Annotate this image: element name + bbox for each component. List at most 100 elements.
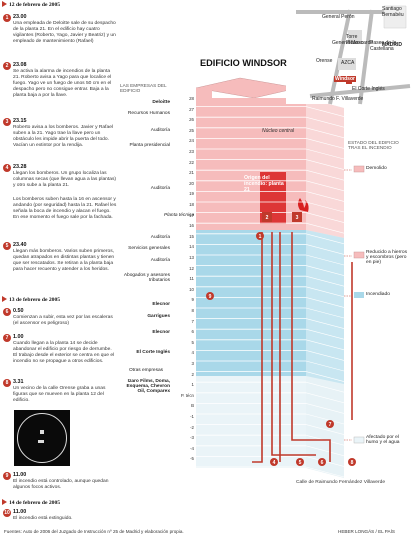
route-line <box>271 232 316 456</box>
event-text: Llegan más bomberos. Varios suben primer… <box>13 249 115 272</box>
marker-label: 3 <box>296 215 299 221</box>
map-block <box>338 58 356 70</box>
legend-swatch <box>353 165 365 173</box>
floor-line <box>305 233 345 245</box>
marker-label: 7 <box>329 422 332 428</box>
event-number: 1 <box>3 14 11 22</box>
front-face-smoke <box>212 376 306 468</box>
company-label: Auditoría <box>150 235 170 240</box>
company-label: Izaro Films, Doma, Esquema, Chevron Oil,… <box>126 379 170 394</box>
floor-number: 20 <box>189 180 194 186</box>
floor-line <box>305 350 345 361</box>
floor-number: 18 <box>189 202 194 207</box>
street-label: Calle de Raimundo Fernández Villaverde <box>296 480 386 485</box>
company-label: Abogados y asesores tributarios <box>123 273 170 283</box>
floor-number: 23 <box>189 149 194 154</box>
map-label: Raimundo F. Villaverde <box>312 96 364 102</box>
date-arrow-icon <box>2 296 7 302</box>
marker-4 <box>270 458 278 466</box>
event-time: 23.00 <box>13 14 27 20</box>
event-number: 10 <box>3 509 11 517</box>
right-face-blue <box>306 230 344 384</box>
flame-icon <box>298 198 309 212</box>
company-label: Auditoría <box>150 258 170 263</box>
map-label: MADRID <box>382 42 402 48</box>
company-label: Servicios generales <box>128 246 170 251</box>
floor-line <box>305 392 345 404</box>
legend-swatch <box>353 251 365 259</box>
floor-line <box>305 148 345 160</box>
front-face-burnt <box>212 230 306 376</box>
floor-number: 2 <box>191 371 194 377</box>
event-text: Los bomberos suben hasta la 16 en ascens… <box>13 197 117 220</box>
nucleo-label: Núcleo central <box>262 128 294 134</box>
company-label: Deloitte <box>152 100 170 105</box>
legend-label: Reducido a hierros y escombros (pero en … <box>366 250 408 265</box>
event-time: 3.31 <box>13 379 24 385</box>
legend-swatch <box>353 436 365 444</box>
floor-number: 26 <box>189 117 194 123</box>
event-text: El incendio está controlado, aunque qued… <box>13 479 109 490</box>
floor-line <box>305 360 345 372</box>
floor-number: 1 <box>191 382 194 388</box>
floor-line <box>305 138 345 149</box>
event-time: 0.50 <box>13 308 24 314</box>
map-label: Santiago Bernabéu <box>382 6 404 18</box>
marker-1 <box>256 232 264 240</box>
event-text: Llegan los bomberos. Un grupo localiza l… <box>13 171 117 188</box>
video-still-photo <box>14 410 70 466</box>
floor-number: -2 <box>190 424 194 430</box>
floor-number: -4 <box>190 445 194 451</box>
date-arrow-icon <box>2 499 7 505</box>
floor-line <box>305 445 345 457</box>
floor-number: B <box>191 403 194 409</box>
event-text: Un vecino de la calle Orense graba a una… <box>13 386 106 403</box>
map-block <box>348 30 362 44</box>
left-face-burnt <box>196 230 212 376</box>
event-time: 23.28 <box>13 164 27 170</box>
date-arrow-icon <box>2 1 7 7</box>
event-time: 1.00 <box>13 334 24 340</box>
marker-6 <box>318 458 326 466</box>
floor-line <box>305 413 345 425</box>
legend-label: Demolido <box>366 166 387 171</box>
floor-line <box>305 371 345 382</box>
floor-line <box>305 275 345 287</box>
floor-number: 12 <box>189 265 194 271</box>
marker-5 <box>296 458 304 466</box>
floor-line <box>305 116 345 128</box>
legend-swatch <box>354 292 364 298</box>
floor-number: 5 <box>191 339 194 345</box>
map-street <box>309 84 411 98</box>
floor-number: 8 <box>191 308 194 313</box>
company-label: Planta presidencial <box>129 143 170 148</box>
floor-number: 13 <box>189 255 194 260</box>
map-label: Paseo de la Castellana <box>370 40 397 52</box>
photo-figure <box>40 430 44 434</box>
map-label: General Perón <box>322 14 355 20</box>
event-time: 23.40 <box>13 242 27 248</box>
floor-number: 17 <box>189 212 194 218</box>
floor-line <box>305 127 345 139</box>
floor-number: 25 <box>189 127 194 133</box>
event-number: 4 <box>3 164 11 172</box>
floor-line <box>305 254 345 266</box>
floor-line <box>305 265 345 276</box>
company-label: Planta técnica <box>164 213 195 218</box>
floor-line <box>305 286 345 298</box>
floor-line <box>305 424 345 435</box>
company-label: Auditoría <box>150 128 170 133</box>
photo-ring <box>17 413 67 463</box>
floor-number: 3 <box>191 361 194 366</box>
floor-line <box>305 222 345 234</box>
floor-line <box>305 244 345 255</box>
legend-label: Incendiado <box>366 292 390 297</box>
event-text: Roberto avisa a los bomberos. Javier y R… <box>13 125 114 148</box>
credit-footer: HEBER LONGÁS / EL PAÍS <box>338 529 395 534</box>
event-number: 2 <box>3 62 11 70</box>
source-footer: Fuentes: Auto de 2006 del Juzgado de Ins… <box>4 529 184 534</box>
route-line <box>291 232 331 462</box>
map-label: Windsor <box>334 76 356 82</box>
right-face-pink <box>306 98 344 238</box>
